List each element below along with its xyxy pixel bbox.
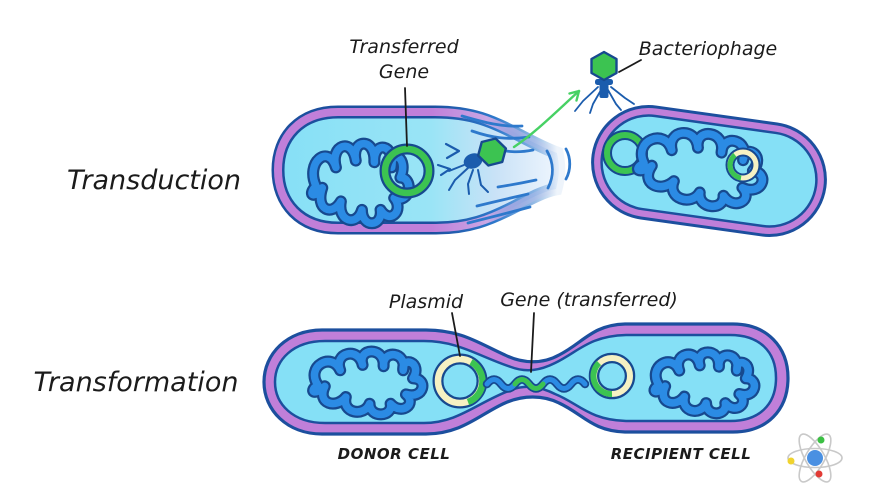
phage-legs — [448, 164, 489, 195]
atom-electron-green — [817, 436, 825, 444]
transduction-section: Transduction — [67, 36, 827, 237]
bacteriophage-escaping — [436, 134, 509, 195]
burst-opening-flaps — [460, 114, 572, 225]
atom-logo-icon — [787, 433, 843, 483]
atom-electron-yellow — [787, 457, 795, 465]
arrow-head — [568, 89, 581, 102]
transferred-gene-ring — [379, 143, 435, 199]
donor-plasmid — [432, 353, 488, 409]
release-arrow — [512, 89, 581, 149]
transduction-title: Transduction — [67, 165, 241, 196]
lysed-cell-membrane — [273, 108, 563, 232]
gene-leader — [530, 312, 535, 373]
atom-orbit — [798, 433, 832, 483]
bacteriophage-on-cell — [574, 50, 635, 114]
transformation-title: Transformation — [34, 367, 239, 398]
atom-electron-red — [815, 470, 823, 478]
transduction-recipient-cell — [591, 105, 827, 237]
plasmid-gene-segment — [466, 359, 486, 406]
transferred-gene-label-line2: Gene — [379, 61, 429, 83]
leader-lines — [451, 312, 535, 373]
plasmid-gene-segment — [590, 360, 613, 397]
phage-legs — [574, 86, 635, 114]
gene-strand-green-segment — [512, 377, 546, 391]
motion-arrows — [436, 142, 461, 177]
plasmid-leader — [451, 312, 461, 357]
bacteriophage-label: Bacteriophage — [639, 38, 777, 60]
atom-nucleus — [807, 450, 823, 466]
atom-orbit — [787, 447, 843, 469]
transferred-gene-label-line1: Transferred — [349, 36, 459, 58]
atom-orbit — [798, 433, 832, 483]
gene-ring — [381, 145, 433, 197]
donor-cell-label: DONOR CELL — [338, 445, 451, 463]
recipient-plasmid — [588, 352, 636, 400]
recipient-cell-label: RECIPIENT CELL — [611, 445, 752, 463]
plasmid-gene-segment — [727, 153, 742, 181]
transferred-gene-leader — [404, 87, 408, 147]
phage-collar — [595, 79, 613, 85]
plasmid-label: Plasmid — [389, 291, 464, 313]
bacteriophage-leader — [618, 59, 642, 73]
transferred-gene-strand — [482, 375, 590, 393]
leader-lines — [404, 59, 642, 147]
gene-transferred-label: Gene (transferred) — [500, 289, 678, 311]
phage-head — [590, 50, 618, 82]
arrow-line — [512, 89, 581, 149]
phage-tail-body — [463, 153, 483, 169]
transformation-section: Transformation Plasmid — [34, 289, 790, 463]
recipient-plasmid — [725, 147, 761, 183]
